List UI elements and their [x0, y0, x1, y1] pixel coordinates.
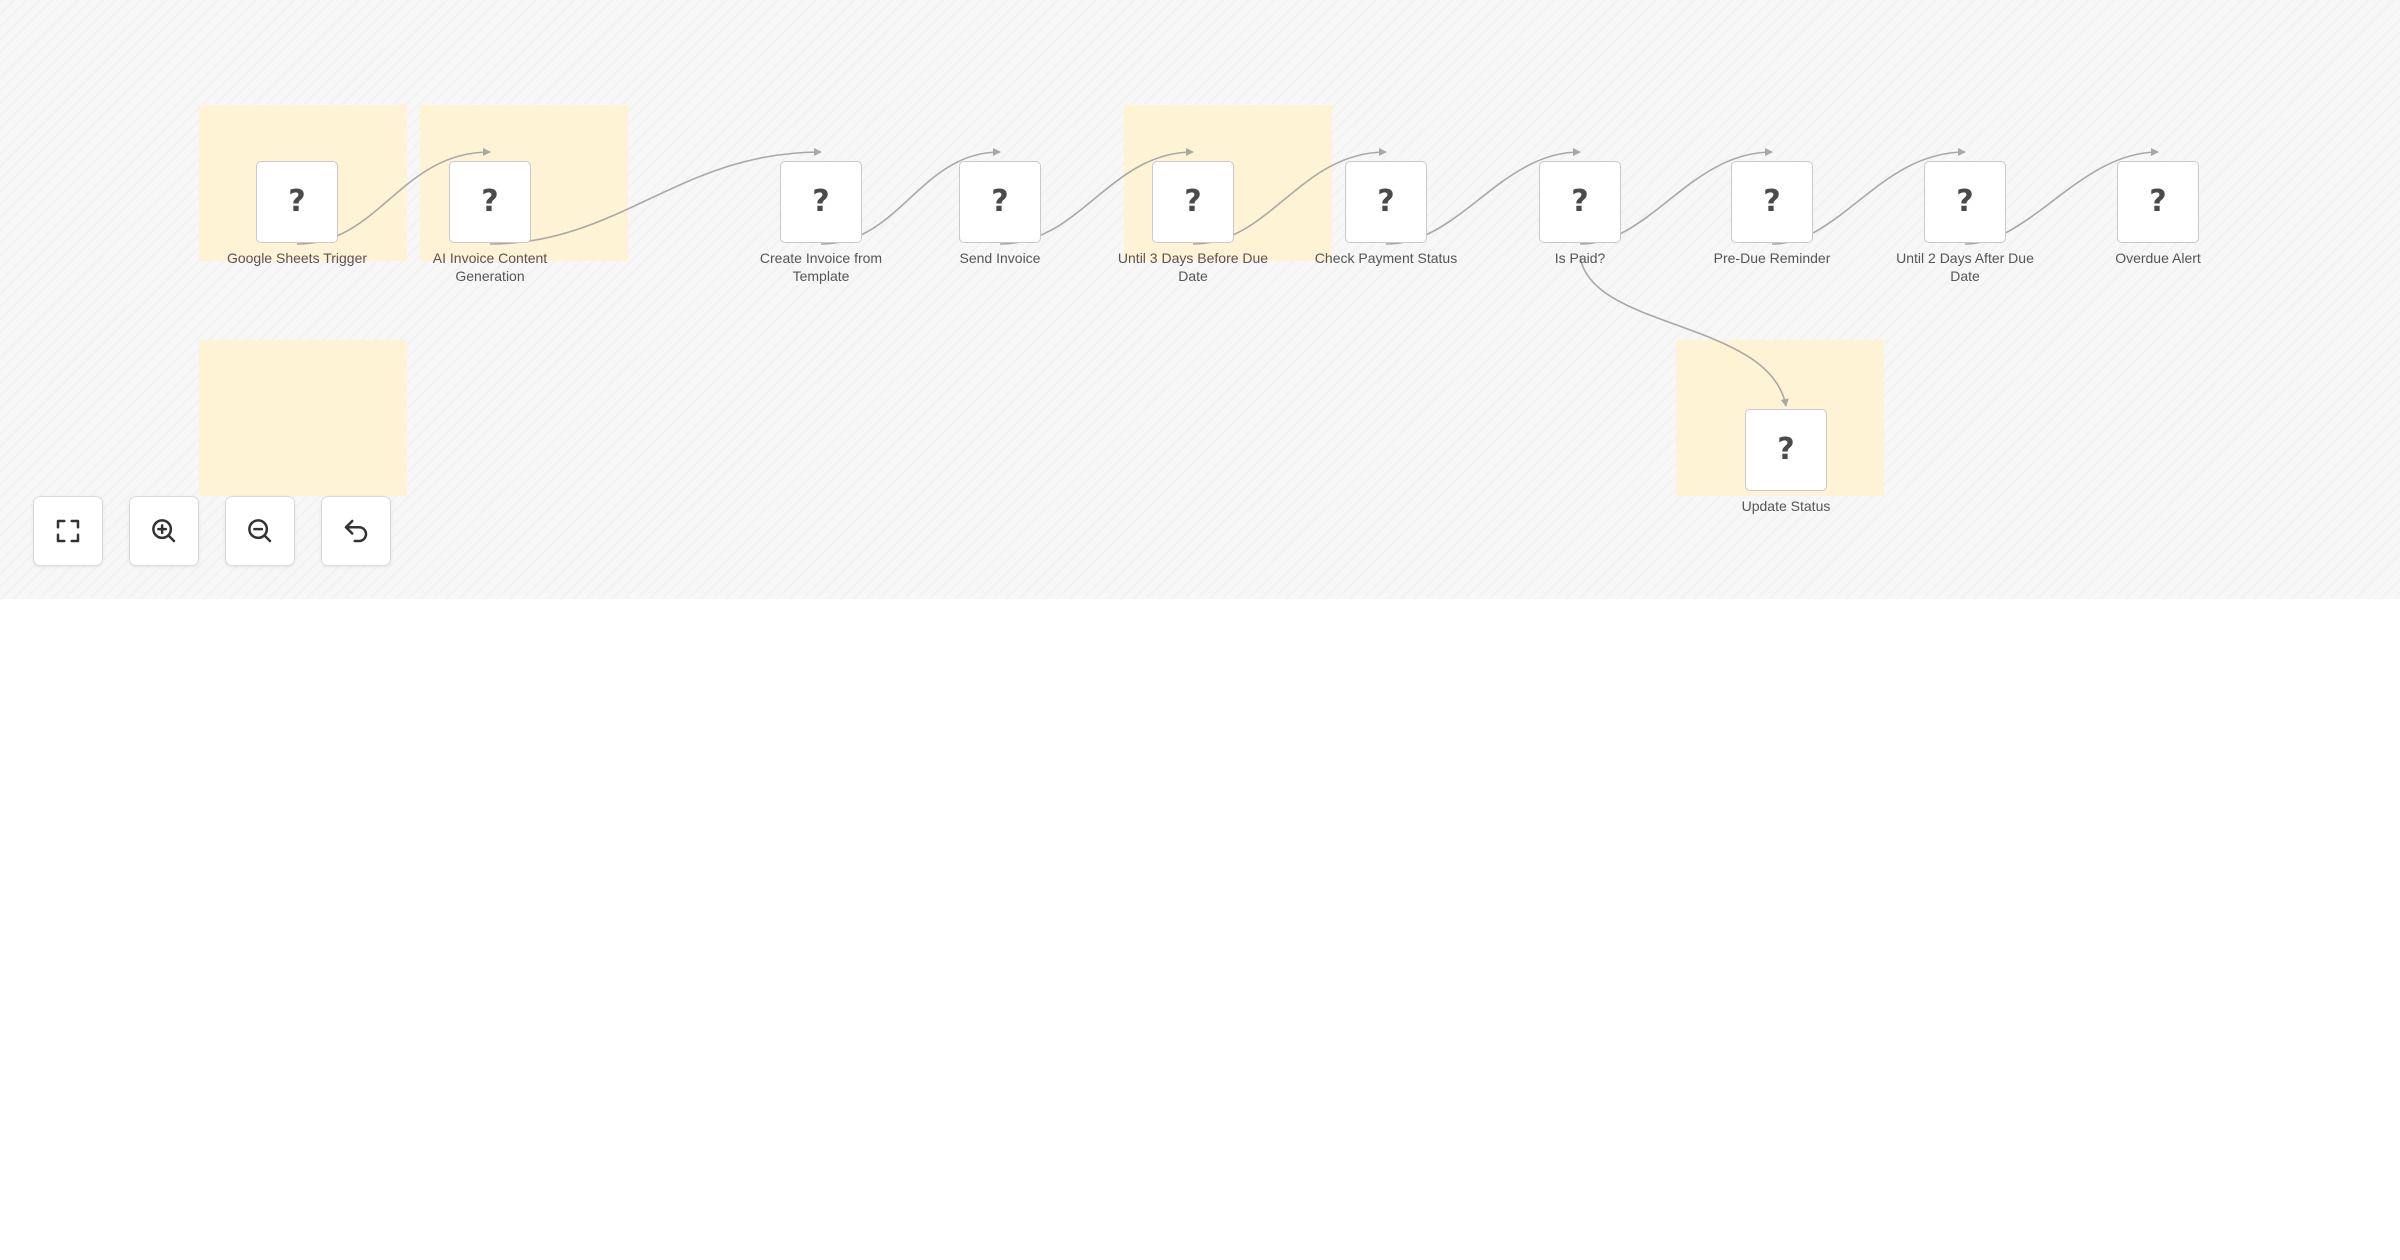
node-label: Until 2 Days After Due Date: [1896, 250, 2034, 284]
question-mark-icon: ?: [1956, 184, 1974, 219]
node-label: Google Sheets Trigger: [226, 250, 368, 266]
sticky-note[interactable]: [199, 340, 407, 496]
question-mark-icon: ?: [1763, 184, 1781, 219]
zoom-in-button[interactable]: [129, 496, 199, 566]
node-label: Until 3 Days Before Due Date: [1117, 250, 1269, 284]
node-update-status[interactable]: ? Update Status: [1742, 409, 1830, 514]
node-card[interactable]: ?: [2117, 161, 2199, 243]
question-mark-icon: ?: [481, 184, 499, 219]
node-card[interactable]: ?: [1745, 409, 1827, 491]
question-mark-icon: ?: [1377, 184, 1395, 219]
zoom-out-button[interactable]: [225, 496, 295, 566]
node-card[interactable]: ?: [256, 161, 338, 243]
node-is-paid[interactable]: ? Is Paid?: [1539, 161, 1621, 266]
node-card[interactable]: ?: [1731, 161, 1813, 243]
node-label: Update Status: [1741, 498, 1831, 514]
fullscreen-icon: [56, 519, 80, 543]
node-check-payment-status[interactable]: ? Check Payment Status: [1315, 161, 1457, 266]
question-mark-icon: ?: [991, 184, 1009, 219]
node-card[interactable]: ?: [959, 161, 1041, 243]
zoom-in-icon: [152, 519, 176, 543]
question-mark-icon: ?: [1777, 432, 1795, 467]
question-mark-icon: ?: [288, 184, 306, 219]
node-ai-invoice-content-generation[interactable]: ? AI Invoice Content Generation: [433, 161, 547, 284]
node-label: Send Invoice: [959, 250, 1041, 266]
node-card[interactable]: ?: [1924, 161, 2006, 243]
node-label: Pre-Due Reminder: [1713, 250, 1831, 266]
canvas-controls: [33, 496, 391, 566]
node-card[interactable]: ?: [1152, 161, 1234, 243]
question-mark-icon: ?: [1184, 184, 1202, 219]
question-mark-icon: ?: [2149, 184, 2167, 219]
question-mark-icon: ?: [1571, 184, 1589, 219]
node-create-invoice-from-template[interactable]: ? Create Invoice from Template: [760, 161, 882, 284]
node-card[interactable]: ?: [1345, 161, 1427, 243]
node-card[interactable]: ?: [780, 161, 862, 243]
node-label: Create Invoice from Template: [759, 250, 883, 284]
fit-view-button[interactable]: [33, 496, 103, 566]
node-until-3-days-before-due-date[interactable]: ? Until 3 Days Before Due Date: [1118, 161, 1268, 284]
node-card[interactable]: ?: [449, 161, 531, 243]
reset-zoom-button[interactable]: [321, 496, 391, 566]
node-send-invoice[interactable]: ? Send Invoice: [959, 161, 1041, 266]
zoom-out-icon: [248, 519, 272, 543]
node-overdue-alert[interactable]: ? Overdue Alert: [2115, 161, 2201, 266]
node-google-sheets-trigger[interactable]: ? Google Sheets Trigger: [227, 161, 367, 266]
node-label: Overdue Alert: [2115, 250, 2201, 266]
node-label: Is Paid?: [1554, 250, 1606, 266]
node-until-2-days-after-due-date[interactable]: ? Until 2 Days After Due Date: [1896, 161, 2034, 284]
node-label: AI Invoice Content Generation: [432, 250, 548, 284]
node-pre-due-reminder[interactable]: ? Pre-Due Reminder: [1714, 161, 1830, 266]
undo-icon: [344, 519, 368, 543]
node-card[interactable]: ?: [1539, 161, 1621, 243]
workflow-canvas[interactable]: ? Google Sheets Trigger ? AI Invoice Con…: [0, 0, 2400, 599]
node-label: Check Payment Status: [1314, 250, 1458, 266]
question-mark-icon: ?: [812, 184, 830, 219]
